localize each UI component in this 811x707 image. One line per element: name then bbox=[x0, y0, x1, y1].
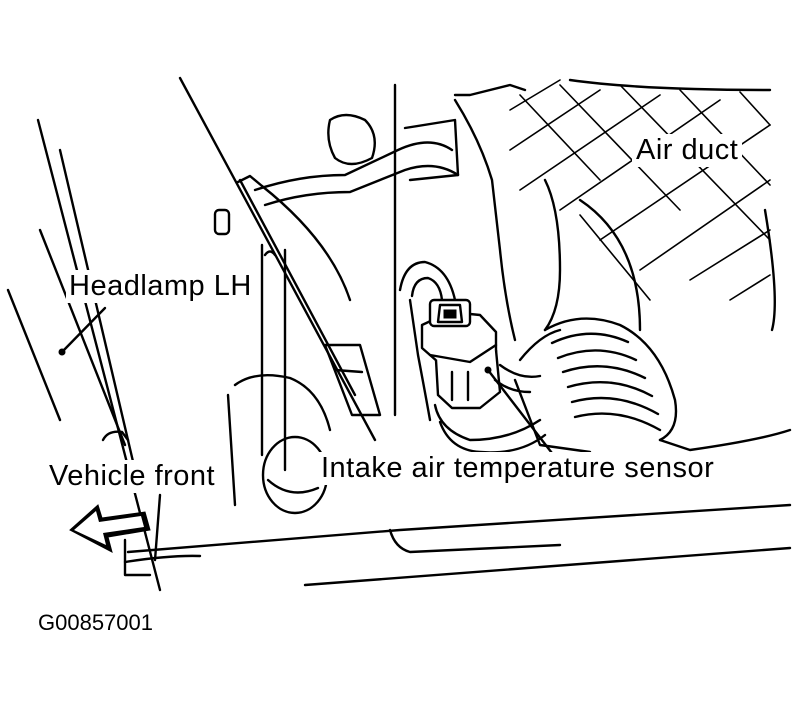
radiator-support bbox=[178, 76, 397, 472]
vehicle-front-arrow bbox=[69, 504, 151, 553]
sensor-harness bbox=[398, 260, 547, 454]
bolt bbox=[226, 374, 332, 515]
mounting-pin bbox=[213, 208, 277, 257]
vehicle-front-label: Vehicle front bbox=[46, 460, 219, 493]
upper-hose bbox=[253, 83, 527, 207]
air-duct bbox=[453, 78, 776, 342]
air-duct-label: Air duct bbox=[632, 134, 743, 167]
intake-hose bbox=[513, 317, 792, 454]
intake-air-temperature-sensor bbox=[420, 298, 542, 410]
headlamp-outline bbox=[6, 118, 162, 592]
sensor-label: Intake air temperature sensor bbox=[318, 452, 718, 485]
headlamp-label: Headlamp LH bbox=[66, 270, 255, 303]
lower-panel bbox=[123, 493, 792, 587]
figure-id: G00857001 bbox=[38, 610, 153, 635]
